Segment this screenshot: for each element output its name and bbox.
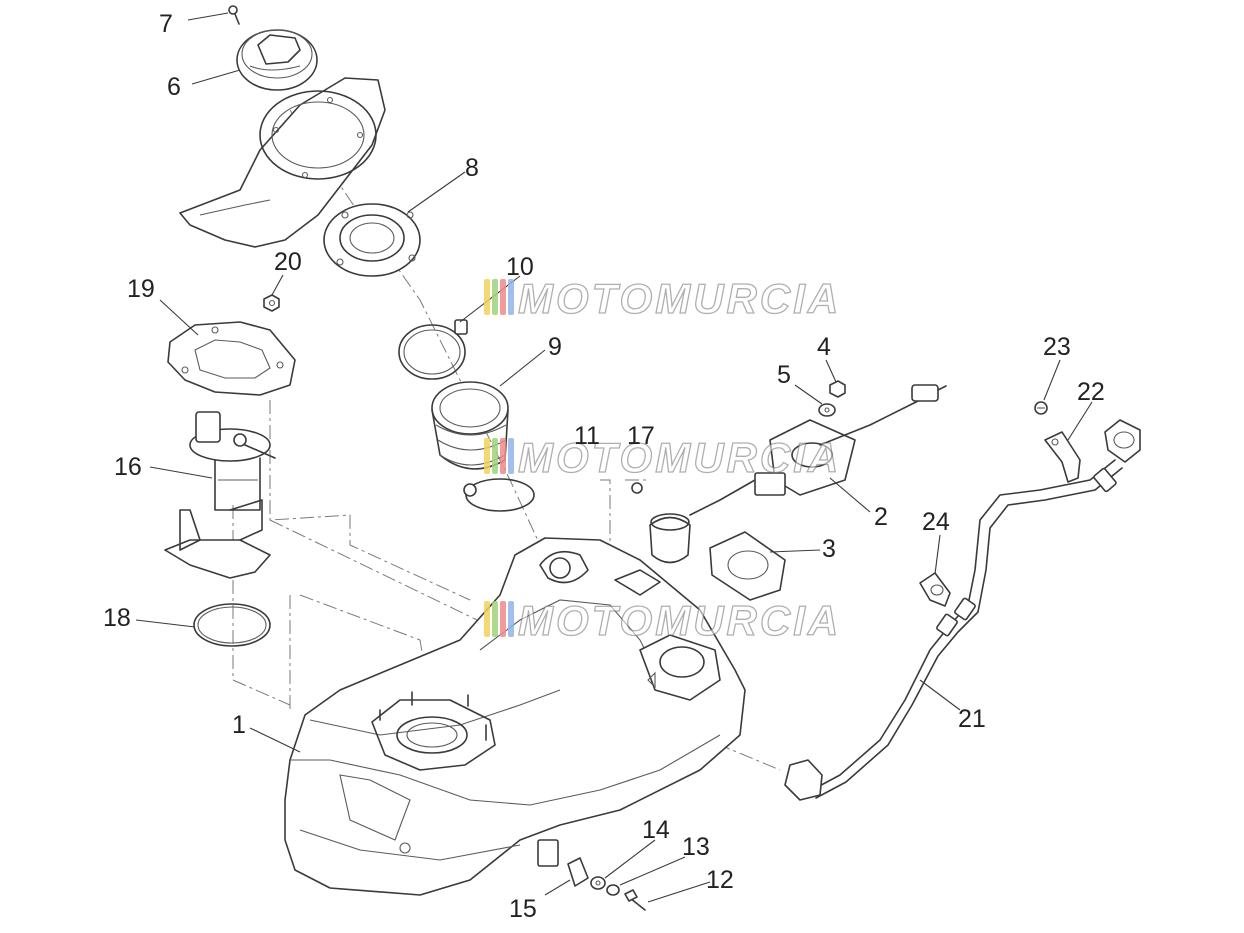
callout-22: 22: [1077, 378, 1105, 406]
watermark-stripe: [492, 279, 498, 315]
pump-gasket: [167, 321, 296, 396]
fuel-level-sender: [649, 384, 947, 564]
callout-11: 11: [574, 422, 600, 450]
callout-3: 3: [822, 535, 836, 563]
hose-clip: [919, 572, 951, 607]
watermark-stripe: [492, 601, 498, 637]
filler-cover-panel: [179, 77, 386, 248]
callout-18: 18: [103, 604, 131, 632]
watermark-stripe: [492, 438, 498, 474]
filler-neck-ring: [323, 203, 421, 277]
callout-15: 15: [509, 895, 537, 923]
watermark-top: MOTOMURCIA: [484, 274, 841, 323]
gasket-nut: [263, 294, 280, 312]
callout-10: 10: [506, 253, 534, 281]
callout-20: 20: [274, 248, 302, 276]
breather-hose: [784, 419, 1141, 801]
watermark-middle: MOTOMURCIA: [484, 433, 841, 482]
callout-labels: 1 2 3 4 5 6 7 8 9 10 11 12 13 14 15 16 1…: [103, 10, 1105, 923]
callout-17: 17: [627, 422, 655, 450]
leader-lines: [135, 12, 1093, 903]
filler-hose: [431, 381, 535, 512]
spacer-block: [567, 857, 589, 887]
fuel-tank: [284, 537, 746, 896]
callout-23: 23: [1043, 333, 1071, 361]
watermark-stripe: [508, 601, 514, 637]
sender-washer: [818, 403, 836, 417]
hose-bracket: [1044, 431, 1081, 483]
watermark-stripe: [508, 279, 514, 315]
callout-9: 9: [548, 333, 562, 361]
callout-2: 2: [874, 503, 888, 531]
cap-screw: [228, 5, 240, 25]
watermark-text: MOTOMURCIA: [518, 597, 841, 644]
fuel-cap: [236, 29, 318, 91]
washer-large: [590, 876, 606, 890]
callout-16: 16: [114, 453, 142, 481]
callout-14: 14: [642, 816, 670, 844]
watermark-stripe: [484, 279, 490, 315]
callout-1: 1: [232, 711, 246, 739]
callout-7: 7: [159, 10, 173, 38]
tank-fitting: [549, 482, 643, 579]
watermark-stripe: [508, 438, 514, 474]
watermark-stripe: [500, 279, 506, 315]
callout-5: 5: [777, 361, 791, 389]
watermark-stripe: [484, 438, 490, 474]
washer-small: [606, 884, 620, 896]
watermark-stripe: [484, 601, 490, 637]
callout-4: 4: [817, 333, 831, 361]
watermark-stripe: [500, 601, 506, 637]
callout-8: 8: [465, 154, 479, 182]
hose-clamp-upper: [398, 319, 468, 380]
bolt: [624, 889, 646, 911]
callout-6: 6: [167, 73, 181, 101]
callout-24: 24: [922, 508, 950, 536]
watermark-text: MOTOMURCIA: [518, 434, 841, 481]
pump-o-ring: [193, 603, 271, 647]
watermark-stripe: [500, 438, 506, 474]
watermark-text: MOTOMURCIA: [518, 275, 841, 322]
bracket-screw: [1034, 401, 1048, 415]
sender-nut: [829, 380, 846, 398]
watermark-bottom: MOTOMURCIA: [484, 596, 841, 645]
callout-21: 21: [958, 705, 986, 733]
callout-12: 12: [706, 866, 734, 894]
sender-gasket: [709, 531, 786, 601]
callout-19: 19: [127, 275, 155, 303]
callout-13: 13: [682, 833, 710, 861]
fuel-pump-assembly: [164, 411, 276, 579]
